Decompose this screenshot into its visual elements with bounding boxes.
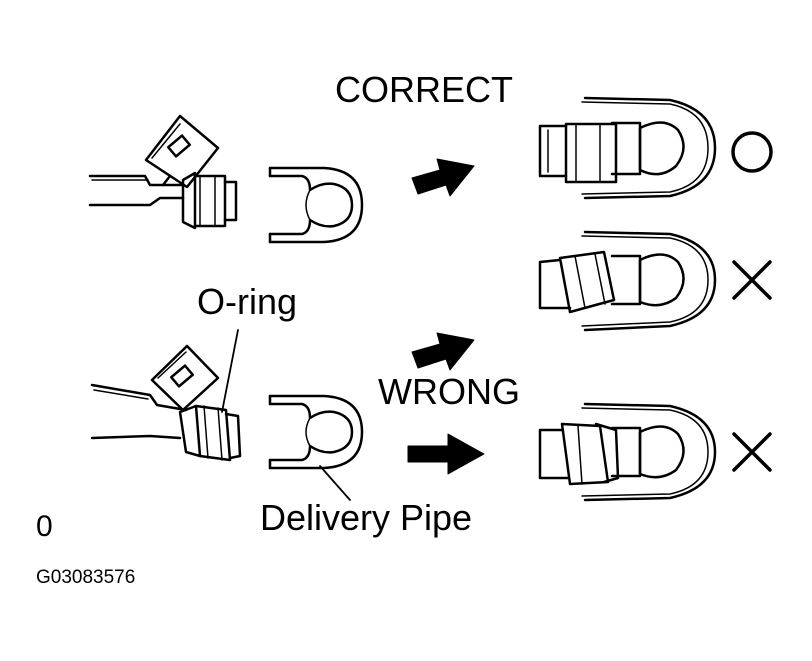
label-o-ring: O-ring	[197, 281, 298, 322]
cross-mark-icon	[732, 432, 772, 472]
arrow-top-icon	[411, 158, 475, 197]
label-delivery-pipe: Delivery Pipe	[260, 497, 473, 538]
footnote-mark: 0	[36, 510, 53, 543]
delivery-pipe-leader	[319, 465, 351, 501]
delivery-pipe-clip-bottom	[268, 394, 364, 470]
assembled-wrong-2	[538, 402, 717, 502]
circle-mark-icon	[731, 131, 773, 173]
cross-mark-icon	[732, 260, 772, 300]
arrow-middle-icon	[411, 332, 475, 371]
delivery-pipe-clip-top	[268, 166, 364, 244]
assembled-correct	[538, 96, 717, 200]
injector-bottom	[90, 344, 242, 462]
figure-code: G03083576	[36, 567, 136, 588]
label-correct: CORRECT	[335, 69, 513, 110]
label-wrong: WRONG	[378, 371, 520, 412]
arrow-bottom-icon	[407, 433, 485, 475]
injector-top	[88, 114, 238, 230]
o-ring-leader	[221, 329, 239, 413]
assembled-wrong-1	[538, 230, 717, 332]
